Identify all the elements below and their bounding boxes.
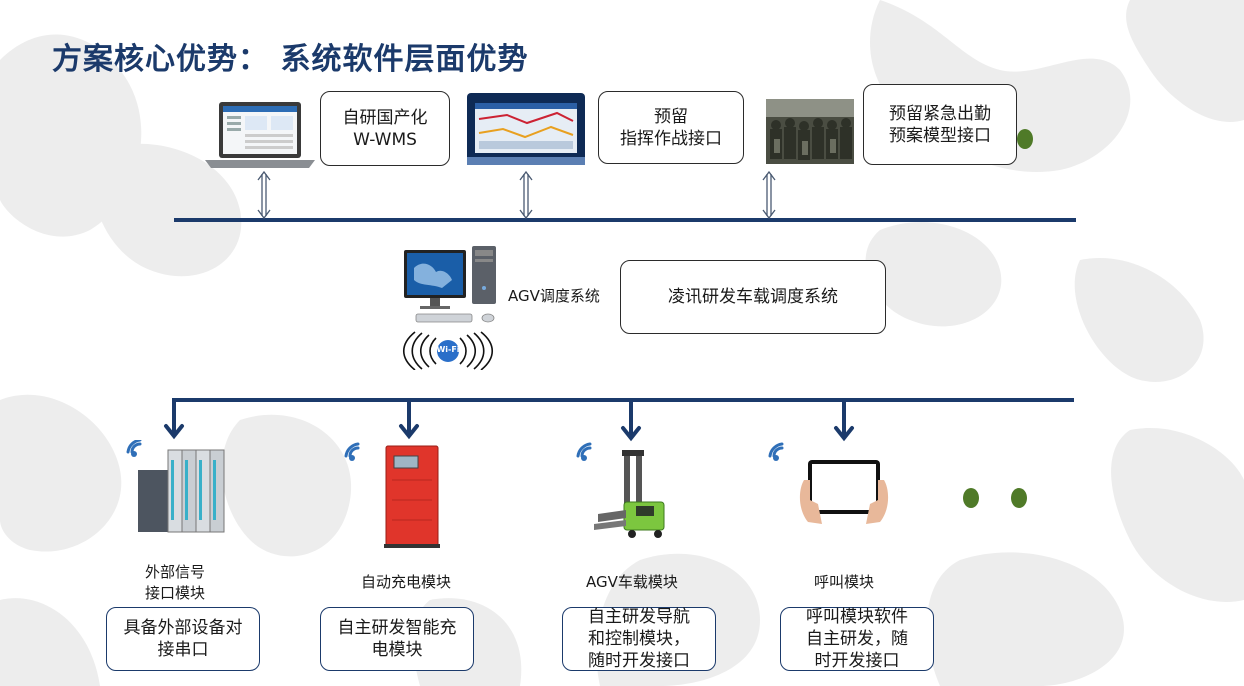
page-title: 方案核心优势： 系统软件层面优势 xyxy=(52,42,529,77)
module-desc-call: 呼叫模块软件 自主研发，随 时开发接口 xyxy=(780,607,934,671)
ellipsis-dot-icon-1 xyxy=(963,488,979,508)
command-interface-box: 预留 指挥作战接口 xyxy=(598,91,744,164)
module-desc-external-signal: 具备外部设备对 接串口 xyxy=(106,607,260,671)
module-name-charging: 自动充电模块 xyxy=(360,573,451,591)
ellipsis-dot-icon xyxy=(1017,129,1033,149)
ellipsis-dot-icon-2 xyxy=(1011,488,1027,508)
agv-dispatch-label: AGV调度系统 xyxy=(508,287,600,305)
desktop-computer-icon xyxy=(404,246,496,323)
wifi-icon xyxy=(402,331,494,370)
emergency-interface-box: 预留紧急出勤 预案模型接口 xyxy=(863,84,1017,165)
tablet-call-icon xyxy=(768,442,889,524)
module-name-external-signal: 外部信号 接口模块 xyxy=(144,563,205,602)
plc-module-icon xyxy=(126,440,225,533)
module-name-call: 呼叫模块 xyxy=(813,573,874,591)
charging-station-icon xyxy=(344,442,440,548)
emergency-crowd-photo xyxy=(766,99,854,164)
dispatch-system-box: 凌讯研发车载调度系统 xyxy=(620,260,886,334)
wms-box: 自研国产化 W-WMS xyxy=(320,91,450,166)
wifi-badge-text: Wi-Fi xyxy=(436,345,460,354)
module-name-agv: AGV车载模块 xyxy=(586,573,678,591)
command-screen-icon xyxy=(467,93,585,165)
module-desc-charging: 自主研发智能充 电模块 xyxy=(320,607,474,671)
module-desc-agv: 自主研发导航 和控制模块， 随时开发接口 xyxy=(562,607,716,671)
laptop-icon xyxy=(205,102,315,168)
agv-forklift-icon xyxy=(576,442,665,538)
